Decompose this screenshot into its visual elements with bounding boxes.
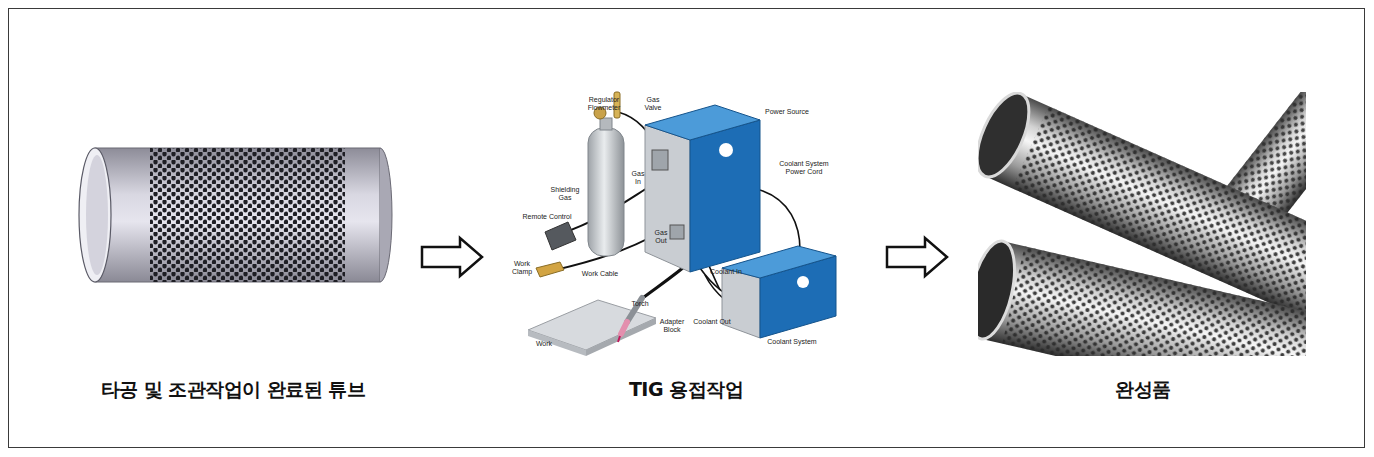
product-stage: 완성품 — [968, 75, 1318, 415]
part-label: Remote Control — [522, 213, 572, 221]
part-label: Coolant Out — [692, 318, 732, 326]
part-label: Gas In — [630, 170, 646, 186]
part-label: Torch — [628, 300, 652, 308]
tube-drawing — [79, 148, 392, 282]
part-label: Coolant In — [706, 268, 746, 276]
flow-arrow — [422, 238, 482, 276]
finished-tubes-photo — [978, 92, 1306, 356]
part-label: Shielding Gas — [548, 186, 582, 202]
part-label: Coolant System Power Cord — [775, 160, 833, 176]
part-label: Gas Valve — [640, 96, 666, 112]
part-label: Gas Out — [652, 229, 670, 245]
part-label: Adapter Block — [656, 318, 688, 334]
stage-caption: 타공 및 조관작업이 완료된 튜브 — [101, 377, 366, 403]
stage-caption: TIG 용접작업 — [629, 377, 743, 403]
part-label: Work — [532, 340, 556, 348]
part-label: Regulator Flowmeter — [584, 96, 624, 112]
part-label: Power Source — [762, 108, 812, 116]
tig-setup-drawing — [528, 92, 836, 356]
part-label: Work Clamp — [508, 260, 536, 276]
flow-arrow — [887, 238, 947, 276]
stage-caption: 완성품 — [1115, 377, 1171, 403]
part-label: Coolant System — [766, 338, 818, 346]
welding-stage: TIG 용접작업 — [506, 75, 866, 415]
tube-stage: 타공 및 조관작업이 완료된 튜브 — [68, 75, 398, 415]
part-label: Work Cable — [580, 270, 620, 278]
